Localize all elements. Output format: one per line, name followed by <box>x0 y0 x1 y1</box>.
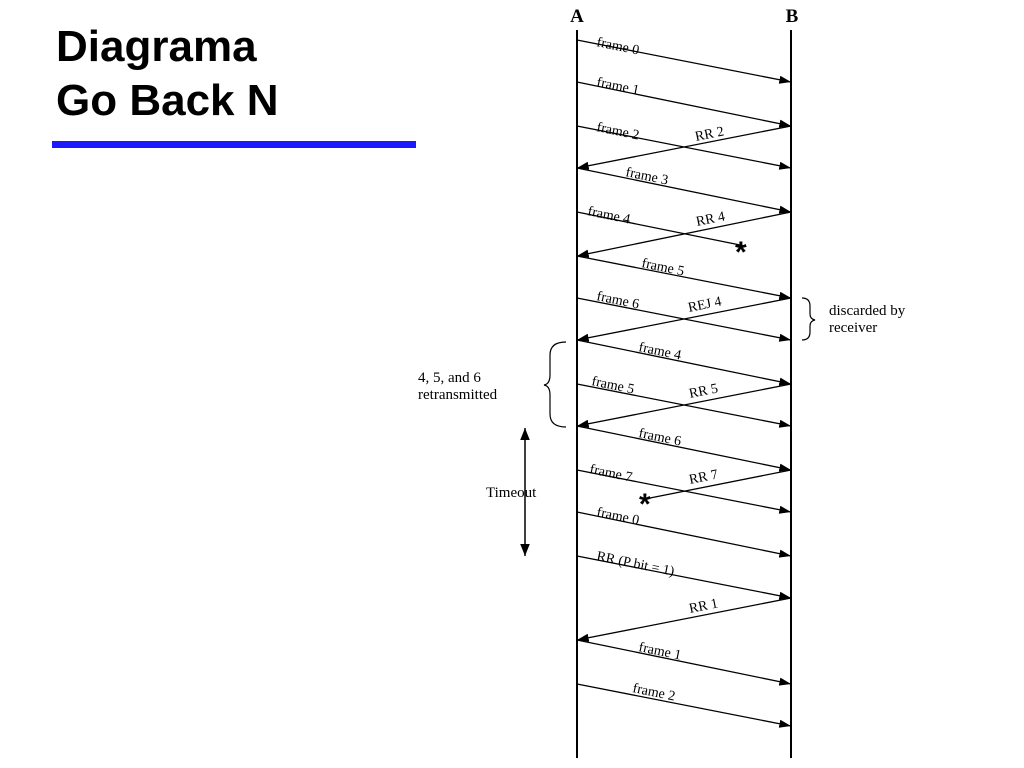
msg-frame-1-arrow <box>576 81 792 128</box>
msg-frame-0-arrow <box>576 39 792 84</box>
msg-rr-1-label: RR 1 <box>688 596 720 617</box>
msg-frame-3-arrow <box>576 167 792 214</box>
msg-frame-7-label: frame 7 <box>588 462 633 485</box>
msg-rr-4-arrow <box>576 211 792 258</box>
title-underline <box>52 141 416 148</box>
msg-rr-p-bit-label: RR (P bit = 1) <box>595 549 676 580</box>
discarded-label-line1: discarded by <box>829 303 906 319</box>
msg-rr-7-arrow <box>649 469 792 499</box>
msg-frame-4-arrow <box>576 211 746 247</box>
message-arrows: frame 0 frame 1 frame 2 RR 2 frame 3 frame 4 R… <box>576 35 792 728</box>
station-a-label: A <box>570 6 584 27</box>
retransmitted-label-line2: retransmitted <box>418 387 498 403</box>
msg-rej-4-arrow <box>576 297 792 342</box>
msg-frame-1-b-arrow <box>576 639 792 686</box>
msg-frame-4-retx-label: frame 4 <box>637 340 682 363</box>
msg-rr-2-label: RR 2 <box>694 124 726 145</box>
msg-frame-1-label: frame 1 <box>595 75 640 98</box>
station-b-label: B <box>786 6 799 27</box>
msg-frame-4-retx-arrow <box>576 339 792 386</box>
retransmitted-label-line1: 4, 5, and 6 <box>418 370 481 386</box>
discarded-brace <box>801 297 816 341</box>
msg-rr-2-arrow <box>576 125 792 170</box>
msg-frame-2-label: frame 2 <box>595 120 640 143</box>
msg-frame-2-b-label: frame 2 <box>631 681 676 704</box>
msg-frame-2-b-arrow <box>576 683 792 728</box>
msg-frame-0-b-arrow <box>576 511 792 558</box>
msg-frame-0-label: frame 0 <box>595 35 640 58</box>
retransmitted-brace <box>543 341 567 428</box>
msg-rr-7-label: RR 7 <box>688 467 720 488</box>
msg-frame-6-label: frame 6 <box>595 289 640 312</box>
msg-rr-p-bit-arrow <box>576 555 792 600</box>
msg-rr-4-label: RR 4 <box>695 209 727 230</box>
msg-frame-5-arrow <box>576 255 792 300</box>
lost-frame-marker-1: * <box>735 236 747 269</box>
discarded-label-line2: receiver <box>829 320 877 336</box>
msg-rr-5-label: RR 5 <box>688 381 720 402</box>
msg-frame-5-label: frame 5 <box>640 256 685 279</box>
slide-title: Diagrama Go Back N <box>56 20 279 128</box>
msg-rr-5-arrow <box>576 383 792 428</box>
timeout-label: Timeout <box>486 485 537 501</box>
msg-frame-3-label: frame 3 <box>624 165 669 188</box>
msg-frame-5-retx-label: frame 5 <box>590 374 635 397</box>
msg-frame-0-b-label: frame 0 <box>595 505 640 528</box>
msg-rr-1-arrow <box>576 597 792 642</box>
title-line-1: Diagrama <box>56 22 257 71</box>
title-line-2: Go Back N <box>56 76 279 125</box>
msg-frame-1-b-label: frame 1 <box>637 640 682 663</box>
msg-rej-4-label: REJ 4 <box>687 294 723 315</box>
msg-frame-4-label: frame 4 <box>586 204 631 227</box>
msg-frame-6-retx-label: frame 6 <box>637 426 682 449</box>
lost-frame-marker-2: * <box>639 488 651 521</box>
msg-frame-6-retx-arrow <box>576 425 792 472</box>
